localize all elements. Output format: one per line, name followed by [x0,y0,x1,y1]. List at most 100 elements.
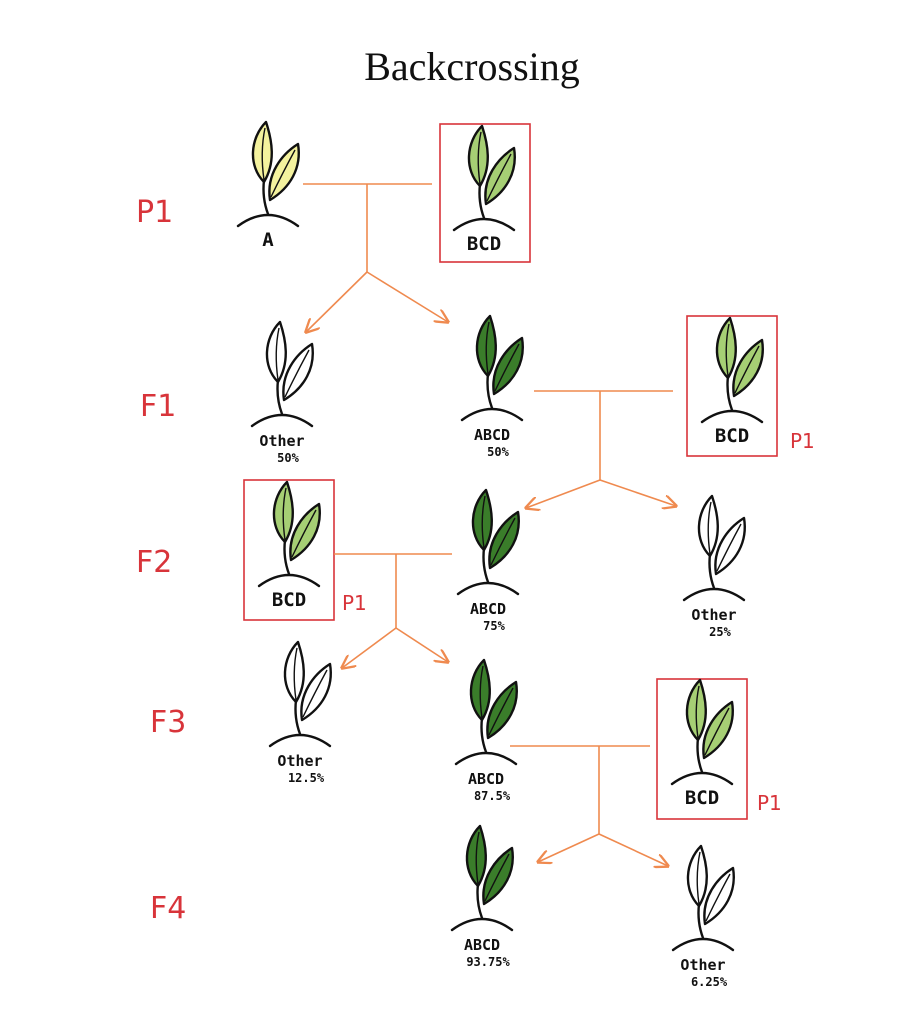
stem [276,378,284,416]
leaf-vein [477,131,482,185]
genotype-label: BCD [715,425,749,447]
leaf-vein [705,873,731,922]
leaf-vein [275,327,280,381]
soil-line [460,407,524,422]
leaf-vein [696,851,701,905]
soil-line [250,413,314,428]
percentage-label: 6.25% [691,975,728,989]
percentage-label: 12.5% [288,771,325,785]
percentage-label: 75% [483,619,505,633]
leaf-vein [485,321,490,375]
percentage-label: 93.75% [466,955,510,969]
leaf-vein [282,487,287,541]
leaf-vein [704,707,730,756]
genotype-label: ABCD [470,600,506,618]
recurrent-parent-box [686,315,778,457]
leaf-vein [261,127,266,181]
diagram-title: Backcrossing [364,44,580,89]
stem [696,736,704,774]
leaf-vein [707,501,712,555]
soil-line [700,409,764,424]
stem [708,552,716,590]
leaf-vein [284,349,310,398]
seedling-f1-parent: BCD [700,316,764,447]
stem [478,182,486,220]
cross-connector [334,553,452,668]
soil-line [450,917,514,932]
soil-line [268,733,332,748]
leaf-vein [486,153,512,202]
genotype-label: Other [691,606,736,624]
parent-tag: P1 [757,791,782,815]
leaf-vein [291,509,317,558]
stem [480,716,488,754]
cross-connector [526,390,676,508]
seedling-f3-parent: BCD [670,678,734,809]
stem [486,372,494,410]
recurrent-parent-box [656,678,748,820]
leaf-vein [479,665,484,719]
parent-tag: P1 [342,591,367,615]
genotype-label: ABCD [474,426,510,444]
genotype-label: BCD [685,787,719,809]
stem [482,546,490,584]
leaf-vein [734,345,760,394]
genotype-label: ABCD [468,770,504,788]
leaf-vein [725,323,730,377]
percentage-label: 25% [709,625,731,639]
genotype-label: Other [259,432,304,450]
leaf-vein [490,517,516,566]
generation-label-f3: F3 [150,705,186,740]
leaf-vein [293,647,298,701]
generation-label-f2: F2 [136,545,172,580]
cross-connector [303,183,448,332]
soil-line [257,573,321,588]
stem [726,374,734,412]
cross-connector [510,745,668,866]
recurrent-parent-box [439,123,531,263]
genotype-label: BCD [272,589,306,611]
soil-line [671,937,735,952]
genotype-label: Other [277,752,322,770]
leaf-vein [475,831,480,885]
soil-line [456,581,520,596]
seedling-p1-bcd: BCD [452,124,516,255]
generation-label-f1: F1 [140,389,176,424]
percentage-label: 50% [487,445,509,459]
parent-tag: P1 [790,429,815,453]
leaf-vein [270,149,296,198]
leaf-vein [716,523,742,572]
seedling-p1-a: A [236,120,300,251]
generation-label-f4: F4 [150,891,186,926]
leaf-vein [695,685,700,739]
genotype-label: BCD [467,233,501,255]
percentage-label: 87.5% [474,789,511,803]
genotype-label: A [262,229,274,251]
genotype-label: Other [680,956,725,974]
leaf-vein [488,687,514,736]
genotype-label: ABCD [464,936,500,954]
leaf-vein [302,669,328,718]
stem [262,178,270,216]
leaf-vein [481,495,486,549]
stem [697,902,705,940]
soil-line [454,751,518,766]
generation-label-p1: P1 [136,195,173,230]
stem [283,538,291,576]
seedling-f2-parent: BCD [257,480,321,611]
percentage-label: 50% [277,451,299,465]
stem [476,882,484,920]
soil-line [670,771,734,786]
soil-line [452,217,516,232]
leaf-vein [484,853,510,902]
